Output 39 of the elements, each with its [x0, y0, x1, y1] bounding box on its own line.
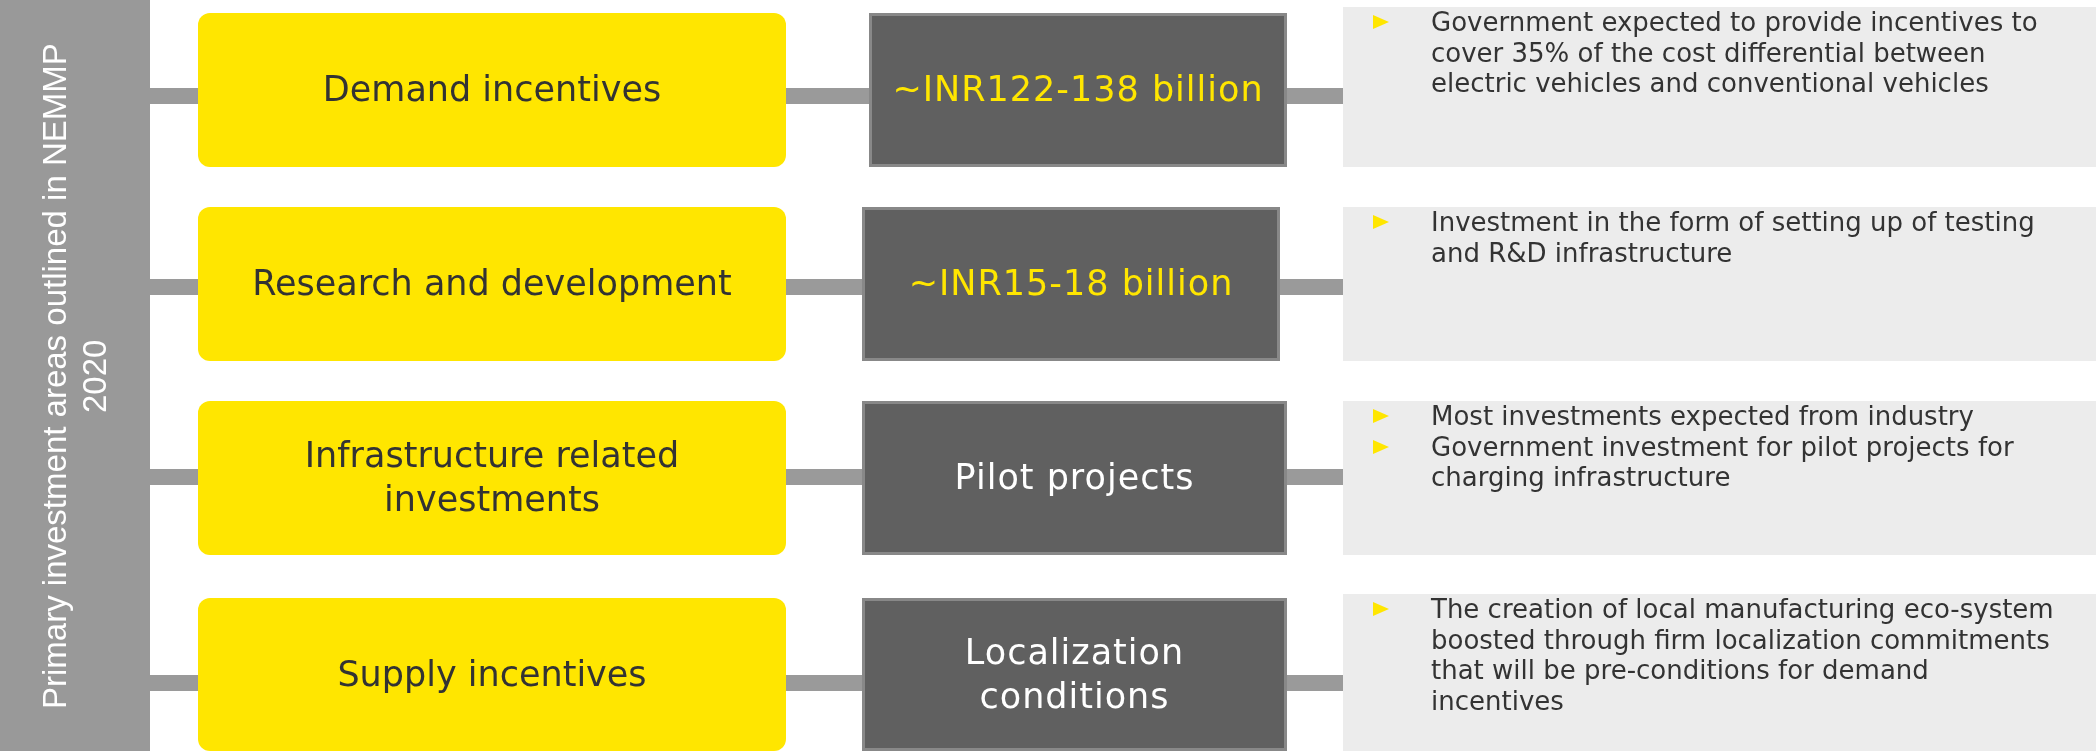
connector-bar [786, 88, 869, 104]
bullet-text: Government expected to provide incentives to cover 35% of the cost differential between electric vehicles and conventional vehicles [1431, 7, 2039, 99]
box-label: ~INR122-138 billion [892, 68, 1264, 112]
connector-bar [786, 469, 862, 485]
box-label: Localization conditions [963, 630, 1186, 718]
connector-bar [1287, 675, 1343, 691]
box-label: Demand incentives [322, 68, 662, 112]
bullet-text: Government investment for pilot projects for charging infrastructure [1431, 431, 2015, 493]
connector-bar [1287, 88, 1343, 104]
category-box [198, 401, 786, 555]
amount-box [862, 207, 1280, 361]
box-label: Supply incentives [337, 652, 647, 696]
description-panel [1343, 7, 2096, 167]
box-label: ~INR15-18 billion [908, 262, 1234, 306]
category-box [198, 207, 786, 361]
connector-bar [1287, 469, 1343, 485]
vertical-title: Primary investment areas outlined in NEMMP 2020 [35, 41, 114, 711]
amount-box [862, 401, 1287, 555]
amount-box [869, 13, 1287, 167]
connector-bar [150, 88, 198, 104]
bullet-text: Most investments expected from industry [1431, 401, 1974, 432]
connector-bar [1280, 279, 1343, 295]
bullet-text: Investment in the form of setting up of testing and R&D infrastructure [1431, 207, 2036, 269]
description-panel [1343, 401, 2096, 555]
category-box [198, 13, 786, 167]
bullet-text: The creation of local manufacturing eco-system boosted through firm localization commitments that will be pre-conditions for demand incentives [1431, 594, 2055, 717]
box-label: Research and development [252, 262, 732, 306]
connector-bar [786, 279, 862, 295]
description-panel [1343, 207, 2096, 361]
box-label: Infrastructure related investments [303, 434, 681, 521]
box-label: Pilot projects [954, 456, 1195, 500]
description-panel [1343, 594, 2096, 751]
side-bar [0, 0, 150, 751]
connector-bar [786, 675, 862, 691]
connector-bar [150, 469, 198, 485]
category-box [198, 598, 786, 751]
connector-bar [150, 675, 198, 691]
connector-bar [150, 279, 198, 295]
amount-box [862, 598, 1287, 751]
